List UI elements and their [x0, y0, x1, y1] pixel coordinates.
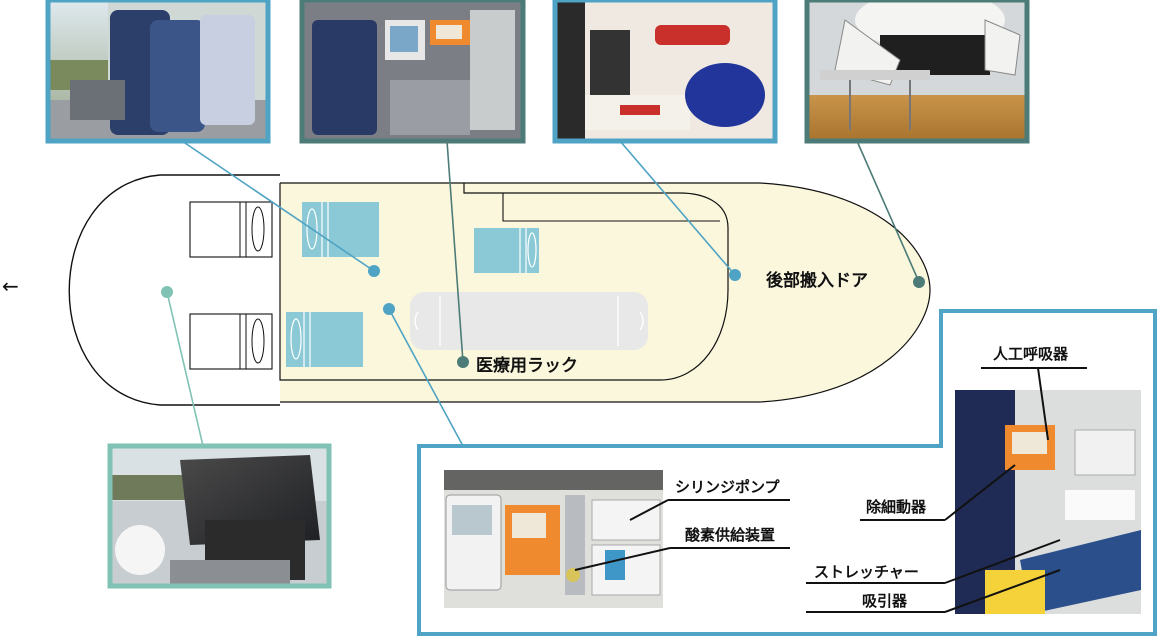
pilot-seat-top: [189, 201, 273, 258]
pilot-seat-bottom: [189, 313, 273, 370]
callout-line-cockpit: [166, 291, 204, 447]
medical-seat-3: [286, 312, 363, 367]
label-stretcher: ストレッチャー: [814, 563, 919, 581]
medical-seat-2: [474, 228, 539, 273]
label-rear-door: 後部搬入ドア: [766, 270, 868, 291]
callout-line-rack: [446, 140, 464, 363]
callout-dots: [161, 265, 925, 368]
dot-cockpit: [161, 286, 173, 298]
rear-outline: [280, 182, 931, 403]
callout-line-rear-door: [856, 140, 920, 283]
photo-stretcher-devices: [955, 390, 1141, 614]
fuselage-outline: [68, 174, 280, 406]
label-leader-lines: [574, 367, 1087, 613]
forward-arrow: ←: [2, 274, 19, 298]
dot-equipment: [383, 303, 395, 315]
partition-wall: [502, 193, 720, 222]
dot-rack: [457, 356, 469, 368]
label-syringe-pump: シリンジポンプ: [675, 478, 781, 496]
photo-cockpit: [107, 443, 332, 589]
dot-seat: [368, 265, 380, 277]
dot-rear-door: [913, 276, 925, 288]
label-ventilator: 人工呼吸器: [993, 345, 1069, 363]
label-medical-rack: 医療用ラック: [476, 355, 578, 376]
photo-medical-rack: [299, 0, 526, 144]
stretcher-outline: [410, 292, 648, 350]
dot-rear-cargo: [729, 269, 741, 281]
label-suction: 吸引器: [862, 592, 908, 610]
photo-rack-devices: [444, 470, 663, 608]
callout-line-seat: [181, 140, 375, 272]
cabin-inner-wall: [279, 183, 729, 381]
photo-cabin-seats: [45, 0, 271, 144]
callout-lines: [166, 140, 920, 447]
callout-line-equipment: [388, 308, 464, 447]
photo-rear-door: [804, 0, 1030, 144]
label-oxygen-supply: 酸素供給装置: [685, 526, 775, 544]
photo-rear-cargo: [552, 0, 778, 144]
callout-line-rear-cargo: [619, 140, 736, 276]
label-defibrillator: 除細動器: [866, 498, 927, 516]
